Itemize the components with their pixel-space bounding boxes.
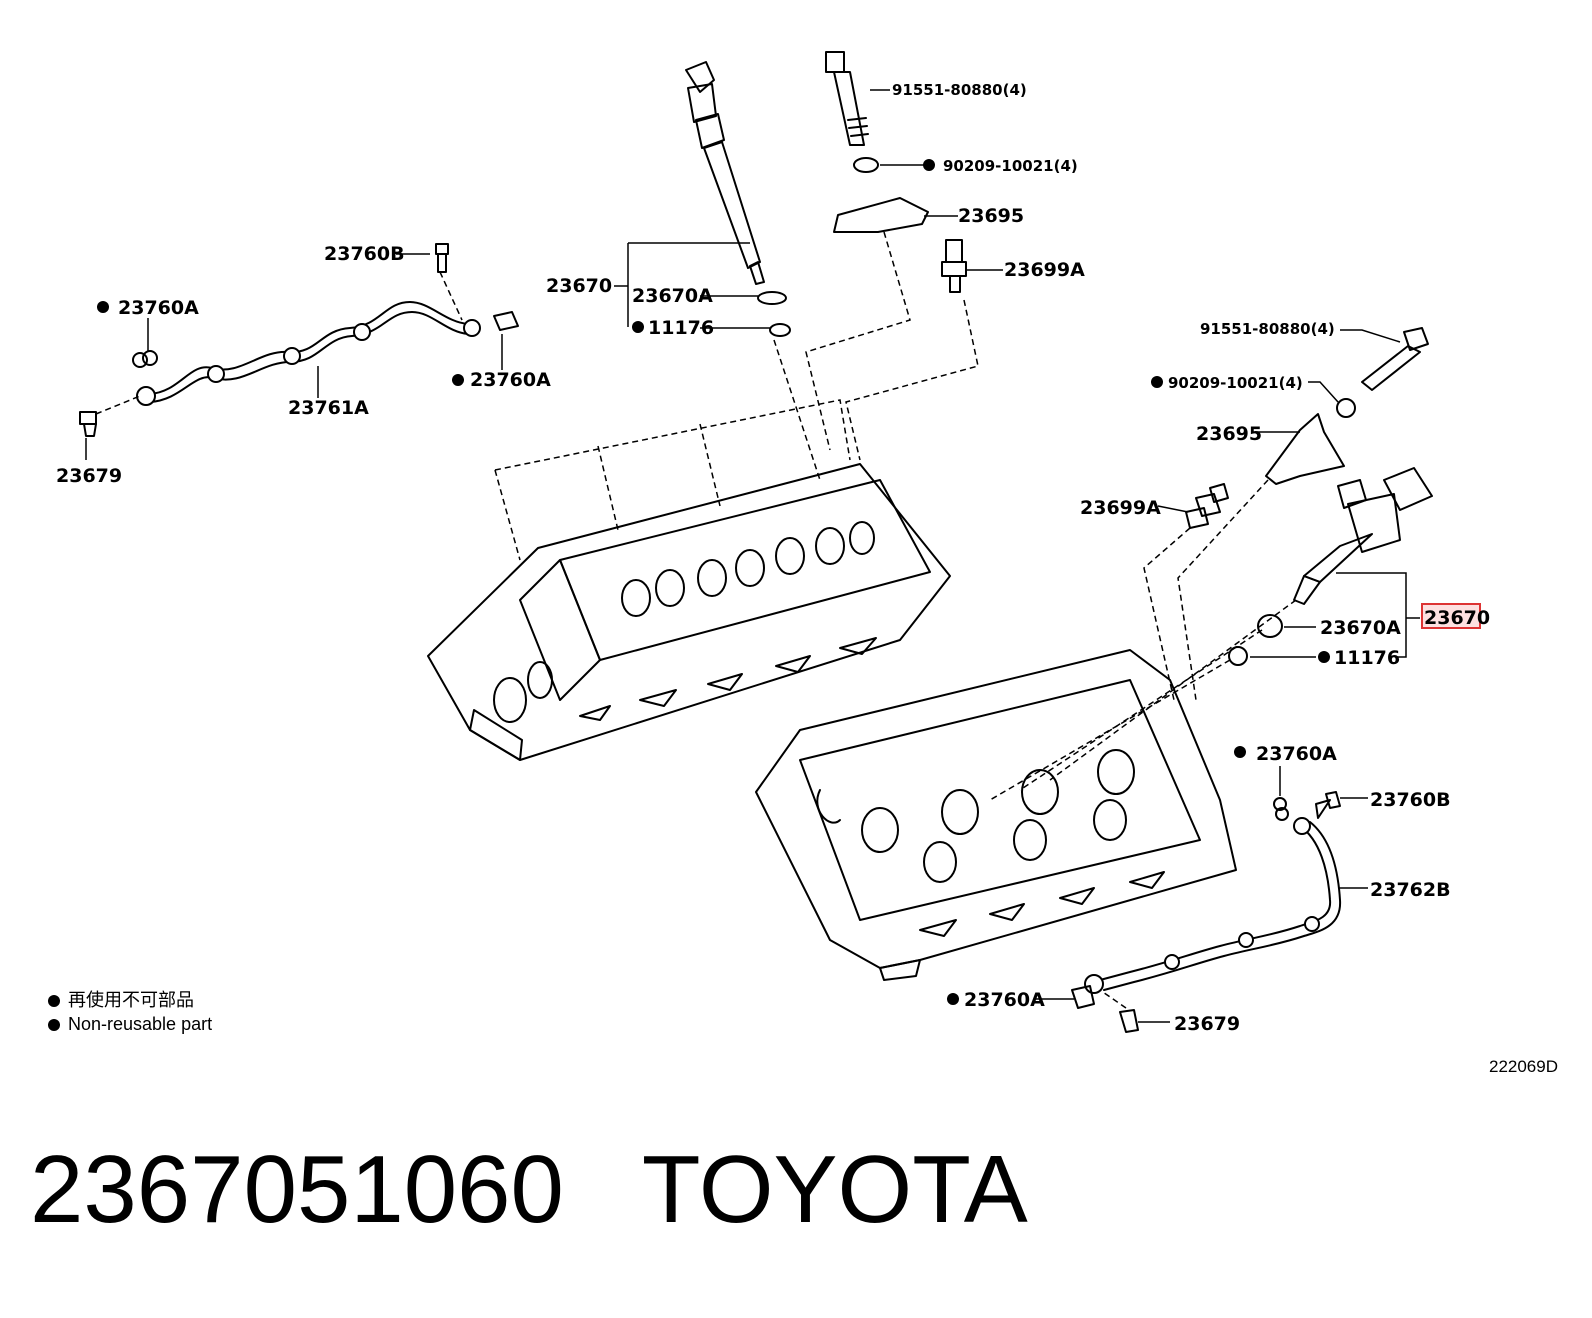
bullet-icon — [48, 1019, 60, 1032]
bullet-icon — [48, 995, 60, 1008]
left-oring-icon — [757, 291, 787, 305]
non-reusable-markers — [97, 159, 1330, 1005]
right-washer-icon — [1336, 398, 1356, 418]
left-bolt — [825, 51, 869, 146]
callout-right-seal: 11176 — [1334, 647, 1400, 669]
left-leaders — [614, 89, 1003, 329]
callout-right-gasket-a1: 23760A — [1256, 743, 1337, 765]
legend-row-ja: 再使用不可部品 — [48, 988, 212, 1012]
left-fuel-pipe — [136, 301, 481, 406]
right-leaders — [1157, 329, 1420, 658]
right-injector — [1293, 467, 1433, 605]
left-sensor — [941, 239, 967, 293]
callout-left-sensor: 23699A — [1004, 259, 1085, 281]
brand-name: TOYOTA — [641, 1136, 1028, 1243]
callout-left-injector: 23670 — [546, 275, 612, 297]
right-oring-icon — [1257, 614, 1283, 638]
left-head-dashed-guides — [494, 231, 979, 561]
left-seal-icon — [769, 323, 791, 337]
part-number: 2367051060 — [30, 1136, 564, 1243]
left-washer-icon — [853, 157, 879, 173]
callout-left-bolt-b: 23760B — [324, 243, 405, 265]
right-pipe-parts — [1071, 791, 1341, 1033]
right-bolt — [1361, 327, 1429, 391]
figure-code: 222069D — [1488, 1057, 1558, 1076]
right-clamp — [1265, 413, 1345, 485]
callout-right-bolt: 91551-80880(4) — [1200, 320, 1335, 338]
callout-right-bolt-b: 23760B — [1370, 789, 1451, 811]
legend-text-ja: 再使用不可部品 — [68, 990, 194, 1010]
legend-row-en: Non-reusable part — [48, 1012, 212, 1036]
callout-left-gasket-a2: 23760A — [470, 369, 551, 391]
right-seal-icon — [1228, 646, 1248, 666]
callout-left-pipe-a: 23761A — [288, 397, 369, 419]
callout-left-washer: 90209-10021(4) — [943, 157, 1078, 175]
callout-right-injector: 23670 — [1424, 607, 1490, 629]
legend: 再使用不可部品 Non-reusable part — [48, 988, 212, 1036]
callout-left-bolt: 91551-80880(4) — [892, 81, 1027, 99]
callout-left-gasket-a1: 23760A — [118, 297, 199, 319]
callout-right-clamp: 23695 — [1196, 423, 1262, 445]
right-fuel-pipe — [1084, 817, 1342, 994]
callout-right-gasket-a2: 23760A — [964, 989, 1045, 1011]
left-clamp — [833, 197, 929, 233]
left-pipe-parts — [79, 243, 519, 437]
legend-text-en: Non-reusable part — [68, 1014, 213, 1034]
right-cylinder-head — [755, 649, 1237, 981]
left-injector — [685, 61, 765, 285]
callout-right-sensor: 23699A — [1080, 497, 1161, 519]
footer-caption: 2367051060 TOYOTA — [30, 1135, 1106, 1245]
right-sensor — [1185, 483, 1229, 529]
callout-right-union: 23679 — [1174, 1013, 1240, 1035]
callout-left-clamp: 23695 — [958, 205, 1024, 227]
right-head-dashed-guides — [989, 479, 1297, 801]
left-pipe-leaders — [85, 253, 503, 460]
left-cylinder-head — [427, 463, 951, 761]
callout-right-pipe-b: 23762B — [1370, 879, 1451, 901]
callout-left-seal: 11176 — [648, 317, 714, 339]
callout-right-oring: 23670A — [1320, 617, 1401, 639]
callout-right-washer: 90209-10021(4) — [1168, 374, 1303, 392]
right-pipe-leaders — [1036, 766, 1368, 1023]
highlight-box — [1421, 603, 1481, 629]
callout-left-union: 23679 — [56, 465, 122, 487]
callout-left-oring: 23670A — [632, 285, 713, 307]
